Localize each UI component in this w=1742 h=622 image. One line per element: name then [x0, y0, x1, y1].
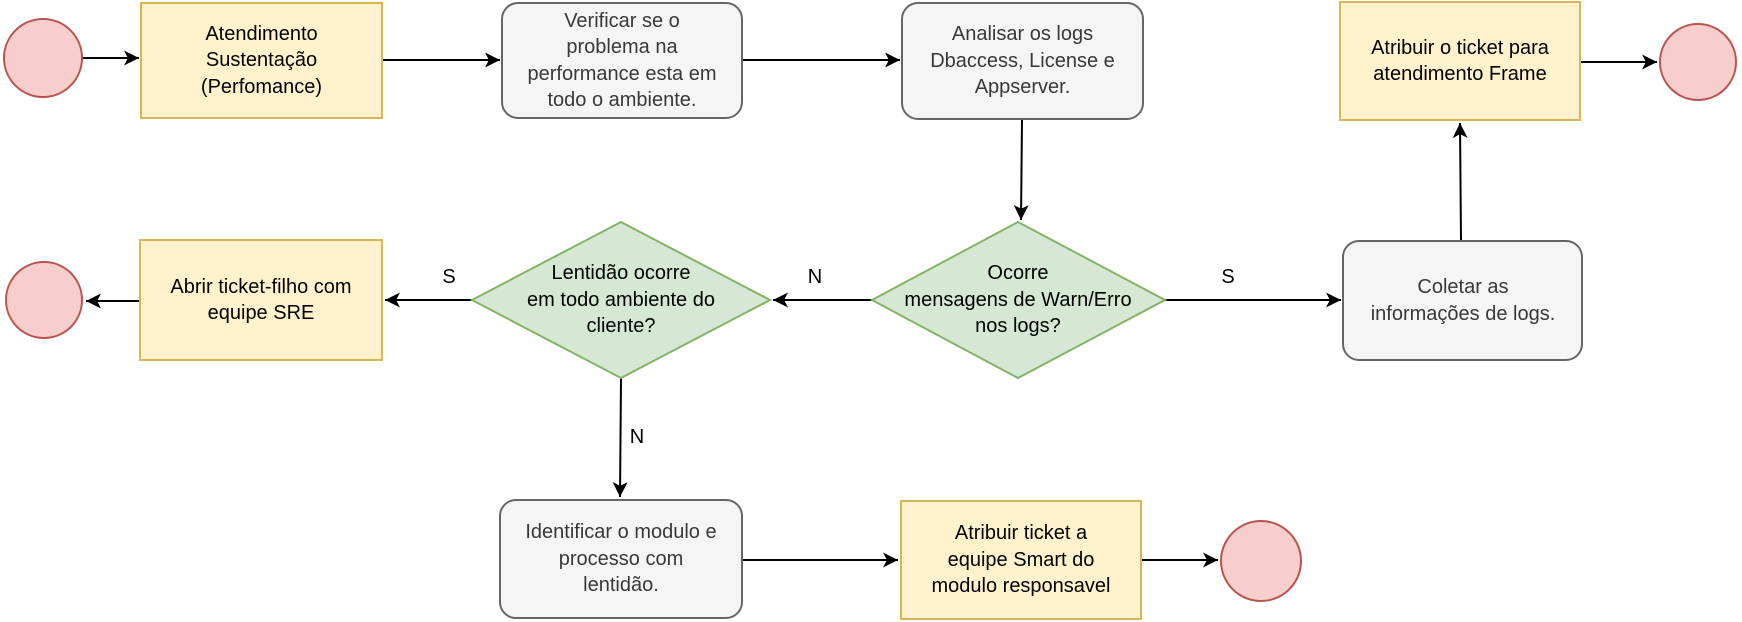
task-abrir-sre-node [139, 239, 383, 361]
arrow-coletar-to-atribuir-frame [1452, 122, 1468, 242]
decision-ocorre-node [869, 220, 1168, 380]
start-node [3, 18, 83, 98]
process-verificar-node [501, 2, 743, 119]
arrow-analisar-to-ocorre [1013, 118, 1029, 221]
end-node-middle-left [5, 261, 83, 339]
arrow-lentidao-no-to-identificar [612, 377, 628, 498]
task-atendimento-node [140, 2, 383, 119]
end-node-bottom-right [1220, 520, 1302, 602]
flow-nodes [3, 1, 1737, 620]
process-coletar-node [1342, 240, 1583, 361]
task-atribuir-smart-node [900, 500, 1142, 620]
process-identificar-node [499, 499, 743, 619]
flow-edges [82, 50, 1657, 568]
process-analisar-node [901, 2, 1144, 120]
task-atribuir-frame-node [1339, 1, 1581, 121]
end-node-top-right [1659, 23, 1737, 101]
decision-lentidao-node [469, 220, 773, 380]
